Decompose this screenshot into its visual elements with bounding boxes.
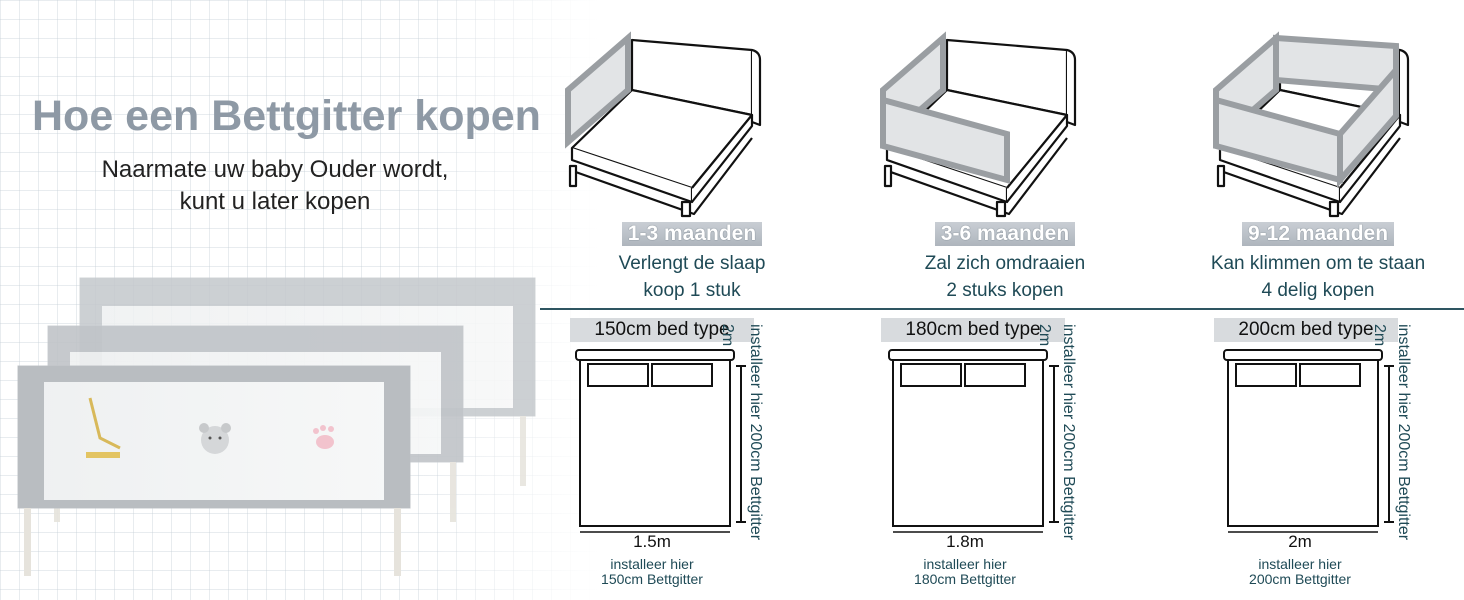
- install-line-1: installeer hier: [610, 556, 694, 572]
- page-title: Hoe een Bettgitter kopen: [32, 92, 541, 140]
- stage-line-1: Zal zich omdraaien: [924, 253, 1086, 274]
- bed-rail-front: [17, 365, 411, 576]
- stage-line-2: 2 stuks kopen: [946, 280, 1064, 301]
- side-install-label: installeer hier 200cm Bettgitter: [1060, 324, 1077, 541]
- bed-illustration-one-rail: [565, 31, 762, 218]
- stage-column-3: 9-12 maanden Kan klimmen om te staan 4 d…: [1168, 0, 1464, 600]
- bed-plan-diagram: [888, 349, 1059, 533]
- stage-line-2: 4 delig kopen: [1261, 280, 1375, 301]
- install-label: installeer hier 200cm Bettgitter: [1220, 557, 1380, 587]
- stage-line-1: Kan klimmen om te staan: [1210, 253, 1426, 274]
- install-line-1: installeer hier: [1258, 556, 1342, 572]
- age-badge: 3-6 maanden: [855, 222, 1155, 246]
- bed-type-label: 180cm bed type: [881, 318, 1065, 342]
- side-install-label: installeer hier 200cm Bettgitter: [1395, 324, 1412, 541]
- width-label: 2m: [1288, 532, 1312, 551]
- bed-type-label: 150cm bed type: [570, 318, 754, 342]
- stage-column-2: 3-6 maanden Zal zich omdraaien 2 stuks k…: [855, 0, 1155, 600]
- install-line-2: 180cm Bettgitter: [914, 571, 1016, 587]
- bed-rails-product-image: [17, 277, 536, 576]
- length-label: 2m: [1371, 324, 1388, 347]
- bed-plan-diagram: [1223, 349, 1394, 533]
- side-install-label: installeer hier 200cm Bettgitter: [747, 324, 764, 541]
- install-label: installeer hier 180cm Bettgitter: [885, 557, 1045, 587]
- length-label: 2m: [719, 324, 736, 347]
- width-label: 1.5m: [633, 532, 671, 551]
- install-line-2: 200cm Bettgitter: [1249, 571, 1351, 587]
- section-divider: [540, 308, 1464, 310]
- stage-description: Zal zich omdraaien 2 stuks kopen: [855, 250, 1155, 304]
- bed-illustration-four-rails: [1213, 31, 1410, 218]
- stage-column-1: 1-3 maanden Verlengt de slaap koop 1 stu…: [542, 0, 842, 600]
- bed-illustration-two-rails: [880, 31, 1077, 218]
- stage-line-1: Verlengt de slaap: [618, 253, 766, 274]
- bed-type-label: 200cm bed type: [1214, 318, 1398, 342]
- stage-line-2: koop 1 stuk: [643, 280, 741, 301]
- length-label: 2m: [1036, 324, 1053, 347]
- stage-description: Verlengt de slaap koop 1 stuk: [542, 250, 842, 304]
- subtitle-line-1: Naarmate uw baby Ouder wordt,: [101, 156, 449, 183]
- subtitle-line-2: kunt u later kopen: [179, 188, 371, 215]
- age-badge: 9-12 maanden: [1168, 222, 1464, 246]
- install-line-1: installeer hier: [923, 556, 1007, 572]
- age-badge: 1-3 maanden: [542, 222, 842, 246]
- width-label: 1.8m: [946, 532, 984, 551]
- install-line-2: 150cm Bettgitter: [601, 571, 703, 587]
- bed-plan-diagram: [575, 349, 746, 533]
- page-subtitle: Naarmate uw baby Ouder wordt, kunt u lat…: [40, 154, 510, 218]
- stage-description: Kan klimmen om te staan 4 delig kopen: [1168, 250, 1464, 304]
- install-label: installeer hier 150cm Bettgitter: [572, 557, 732, 587]
